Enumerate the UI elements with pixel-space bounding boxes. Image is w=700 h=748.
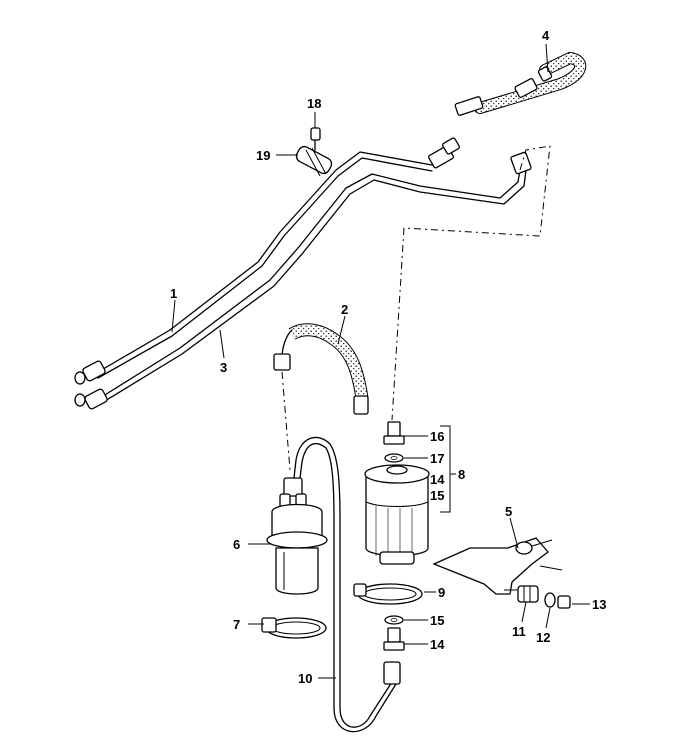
callout-16: 16 (430, 429, 444, 444)
callout-15-upper: 15 (430, 488, 444, 503)
callout-6: 6 (233, 537, 240, 552)
rubber-mount-11 (504, 585, 539, 603)
callout-labels: 1 2 3 4 5 6 7 8 9 10 11 12 13 14 15 16 1… (170, 28, 606, 686)
hose-clamp-7 (261, 617, 327, 639)
line-3-nut (510, 151, 532, 175)
fuel-line-1 (97, 151, 433, 379)
sealing-washer-15 (384, 615, 404, 625)
fuel-filter (364, 464, 430, 565)
callout-8-bracket (440, 425, 451, 513)
nut-13 (557, 595, 571, 609)
callout-8: 8 (458, 467, 465, 482)
callout-7: 7 (233, 617, 240, 632)
fuel-line-3 (99, 169, 527, 405)
callout-17: 17 (430, 451, 444, 466)
callout-14-upper: 14 (430, 472, 445, 487)
callout-18: 18 (307, 96, 321, 111)
callout-3: 3 (220, 360, 227, 375)
callout-10: 10 (298, 671, 312, 686)
callout-2: 2 (341, 302, 348, 317)
callout-5: 5 (505, 504, 512, 519)
callout-4: 4 (542, 28, 550, 43)
washer-12 (544, 592, 556, 608)
callout-14-lower: 14 (430, 637, 445, 652)
leader-lines (171, 43, 590, 679)
line-1-coupling (428, 137, 460, 169)
retaining-clip-19 (295, 145, 333, 177)
line-1-end-fitting (74, 360, 106, 385)
callout-1: 1 (170, 286, 177, 301)
callout-11: 11 (512, 624, 526, 639)
fuel-hose-2 (273, 323, 369, 415)
line-3-end-fitting (74, 388, 108, 410)
fuel-accumulator-6 (266, 477, 328, 595)
callout-13: 13 (592, 597, 606, 612)
banjo-bolt-16 (383, 421, 405, 445)
routing-line-pump (281, 371, 291, 471)
banjo-bolt-14 (383, 627, 405, 651)
fuel-hose-4 (454, 51, 587, 116)
callout-9: 9 (438, 585, 445, 600)
bolt-18 (310, 127, 321, 151)
routing-line-hose-4 (391, 145, 551, 421)
mounting-bracket-5 (432, 537, 563, 595)
callout-12: 12 (536, 630, 550, 645)
callout-15-lower: 15 (430, 613, 444, 628)
sealing-washer-17 (384, 453, 404, 463)
hose-clamp-9 (353, 583, 423, 605)
fuel-line-10 (293, 436, 401, 733)
callout-19: 19 (256, 148, 270, 163)
